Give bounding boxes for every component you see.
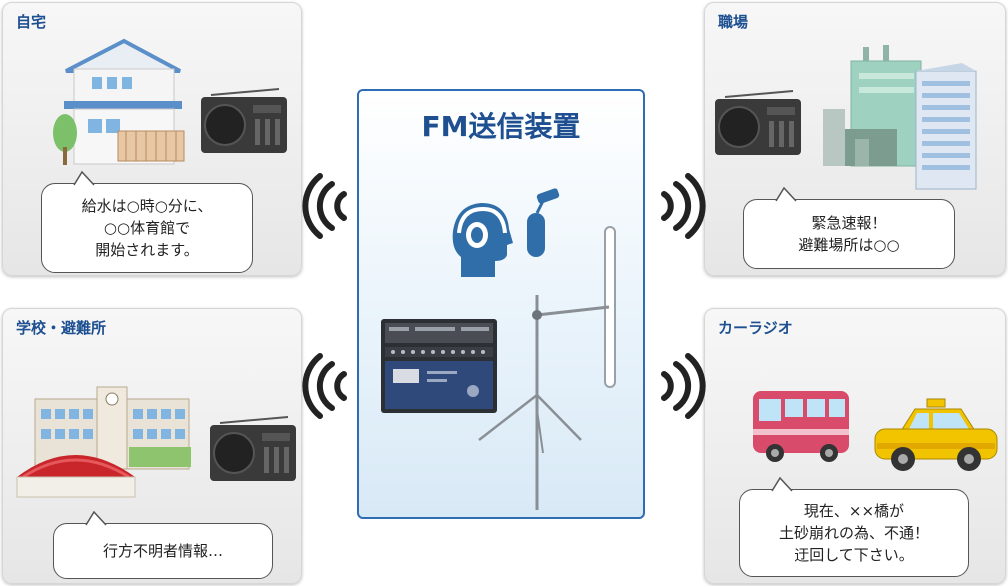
- house-icon: [64, 38, 185, 165]
- speech-bubble-car: 現在、××橋が 土砂崩れの為、不通！ 迂回して下さい。: [739, 476, 969, 577]
- signal-waves-icon: [661, 353, 706, 419]
- radio-icon: [715, 90, 801, 155]
- panel-school: 学校・避難所 行方不明者情報…: [2, 308, 302, 584]
- signal-waves-icon: [661, 173, 706, 239]
- transmitter-icon: [381, 319, 497, 413]
- panel-school-title: 学校・避難所: [16, 319, 107, 337]
- panel-car: カーラジオ 現在、××橋が 土砂崩れの為、不通！ 迂回して下さい。: [704, 308, 1006, 584]
- bubble-line: 迂回して下さい。: [794, 546, 914, 564]
- bubble-line: 避難場所は○○: [798, 236, 900, 254]
- radio-icon: [210, 416, 296, 481]
- signal-waves-icon: [302, 173, 347, 239]
- bus-icon: [753, 391, 849, 462]
- panel-home: 自宅 給水は○時○分に、 ○○体育館で 開始されます。: [2, 2, 302, 276]
- taxi-icon: [874, 398, 998, 471]
- antenna-icon: [478, 226, 616, 510]
- building-icon: [915, 63, 977, 190]
- bubble-line: 給水は○時○分に、: [81, 197, 213, 215]
- speech-bubble-school: 行方不明者情報…: [53, 510, 273, 579]
- gym-icon: [16, 455, 136, 498]
- bubble-line: 現在、××橋が: [803, 502, 905, 520]
- tree-icon: [53, 114, 77, 165]
- headphone-icon: [452, 203, 513, 277]
- radio-icon: [201, 88, 287, 153]
- speech-bubble-work: 緊急速報！ 避難場所は○○: [743, 186, 955, 269]
- panel-work: 職場 緊急速報！ 避難場所は○○: [704, 2, 1006, 276]
- fm-transmitter-panel: FM送信装置: [357, 89, 645, 519]
- bubble-line: 開始されます。: [95, 241, 199, 259]
- bubble-line: ○○体育館で: [103, 219, 191, 237]
- speech-bubble-home: 給水は○時○分に、 ○○体育館で 開始されます。: [41, 170, 253, 273]
- bubble-line: 行方不明者情報…: [102, 542, 223, 560]
- factory-icon: [823, 45, 922, 167]
- panel-home-title: 自宅: [16, 13, 47, 31]
- panel-car-title: カーラジオ: [718, 319, 793, 337]
- panel-work-title: 職場: [718, 13, 749, 31]
- bubble-line: 土砂崩れの為、不通！: [778, 524, 929, 542]
- fm-transmitter-title: FM送信装置: [421, 110, 581, 143]
- bubble-line: 緊急速報！: [811, 214, 887, 232]
- microphone-icon: [527, 188, 560, 257]
- signal-waves-icon: [302, 353, 347, 419]
